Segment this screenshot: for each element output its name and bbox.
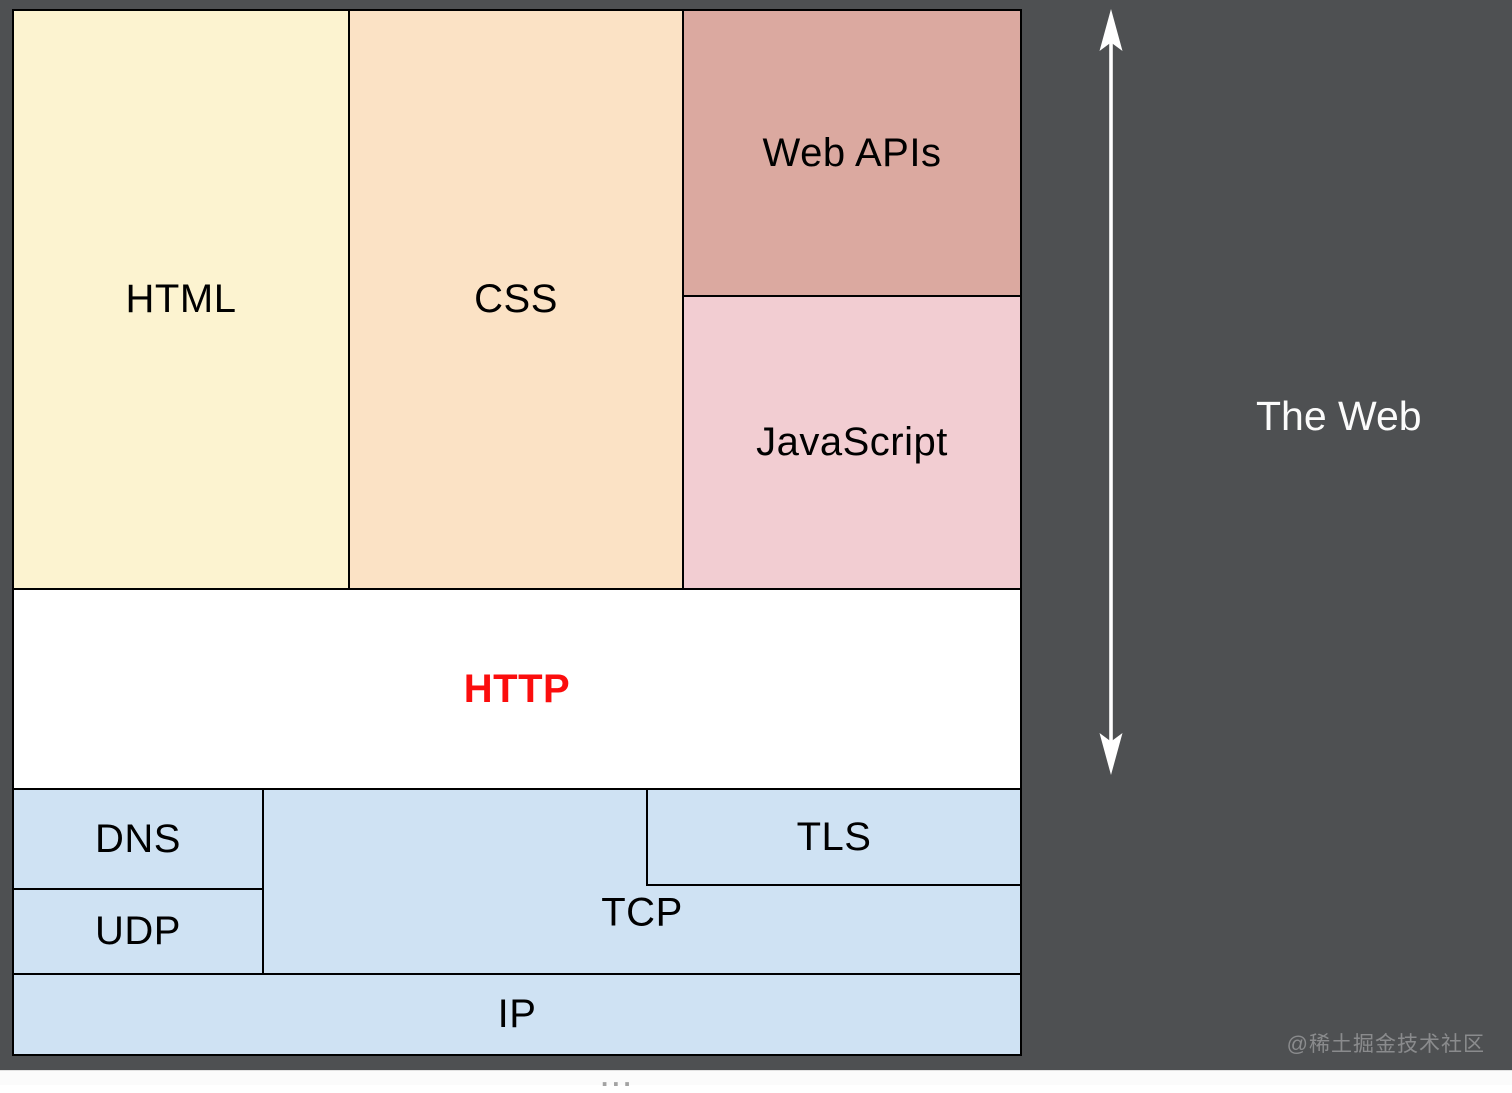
layer-javascript: JavaScript: [682, 295, 1022, 590]
double-arrow-icon: [1099, 9, 1123, 775]
layer-http-label: HTTP: [463, 666, 571, 711]
layer-html-label: HTML: [125, 277, 237, 321]
layer-web-apis-label: Web APIs: [762, 130, 942, 175]
layer-dns: DNS: [12, 788, 264, 890]
watermark: @稀土掘金技术社区: [1286, 1033, 1485, 1056]
the-web-label: The Web: [1256, 393, 1422, 439]
layer-ip: IP: [12, 973, 1022, 1056]
layer-javascript-label: JavaScript: [756, 420, 948, 464]
bottom-bar: ...: [0, 1062, 1512, 1092]
layer-css: CSS: [348, 9, 684, 590]
layer-http: HTTP: [12, 588, 1022, 790]
layer-ip-label: IP: [497, 992, 537, 1036]
layer-html: HTML: [12, 9, 350, 590]
layer-udp: UDP: [12, 888, 264, 975]
layer-dns-label: DNS: [95, 816, 181, 861]
overflow-indicator: ...: [601, 1062, 635, 1092]
layer-tcp-label: TCP: [601, 890, 683, 935]
layer-tls: TLS: [646, 788, 1022, 886]
layer-css-label: CSS: [474, 277, 558, 321]
layer-tls-label: TLS: [796, 814, 872, 859]
layer-web-apis: Web APIs: [682, 9, 1022, 297]
layer-udp-label: UDP: [95, 909, 181, 953]
